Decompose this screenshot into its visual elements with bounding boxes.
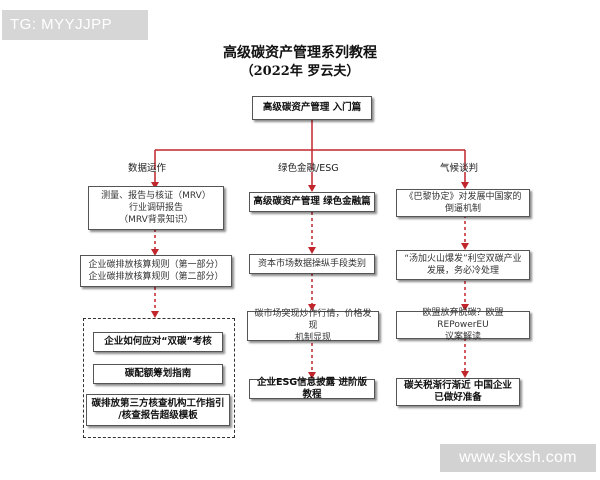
box-esg-disclosure: 企业ESG信息披露 进阶版教程 <box>249 377 375 400</box>
box-line: “汤加火山爆发”利空双碳产业 <box>404 254 522 264</box>
dashed-group <box>83 318 235 438</box>
box-line: 碳市场突现炒作行情，价格发现 <box>254 309 372 331</box>
arrowhead <box>461 371 469 378</box>
box-line: 资本市场数据操纵手段类别 <box>257 259 366 269</box>
arrowhead <box>461 243 469 250</box>
box-line: 行业调研报告 <box>128 203 183 213</box>
box-repowereu: 欧盟放弃脱碳？欧盟REPowerEU 议案解读 <box>396 308 530 342</box>
arrowhead <box>308 185 316 192</box>
box-line: 机制显现 <box>294 333 331 343</box>
column-label-climate-negotiation: 气候谈判 <box>440 163 479 174</box>
box-line: 企业ESG信息披露 进阶版教程 <box>257 377 367 400</box>
box-line: 企业碳排放核算规则（第二部分） <box>88 272 224 282</box>
box-market-manipulation: 资本市场数据操纵手段类别 <box>249 254 375 274</box>
box-accounting-rules: 企业碳排放核算规则（第一部分） 企业碳排放核算规则（第二部分） <box>80 255 232 287</box>
arrowhead <box>461 182 469 189</box>
arrowhead <box>151 249 159 256</box>
arrowhead <box>151 311 159 318</box>
box-tonga-volcano: “汤加火山爆发”利空双碳产业 发展，务必冷处理 <box>396 250 530 280</box>
box-line: 碳排放第三方核查机构工作指引 <box>91 398 225 409</box>
box-line: 欧盟放弃脱碳？欧盟REPowerEU <box>422 308 504 330</box>
root-box-label: 高级碳资产管理 入门篇 <box>262 102 362 113</box>
column-label-data-ops: 数据运作 <box>128 163 167 174</box>
watermark-top: TG: MYYJJPP <box>2 10 148 40</box>
box-third-party-verification: 碳排放第三方核查机构工作指引 /核查报告超级模板 <box>86 394 230 426</box>
root-box: 高级碳资产管理 入门篇 <box>252 96 372 120</box>
column-label-green-finance: 绿色金融/ESG <box>278 163 339 174</box>
box-green-finance: 高级碳资产管理 绿色金融篇 <box>249 192 375 212</box>
box-carbon-tariff: 碳关税渐行渐近 中国企业 已做好准备 <box>396 378 520 406</box>
box-line: 《巴黎协定》对发展中国家的 <box>404 192 522 202</box>
box-line: 测量、报告与核证（MRV） <box>101 191 211 201</box>
box-line: 碳配额筹划指南 <box>124 368 192 379</box>
box-line: 已做好准备 <box>434 392 482 403</box>
box-line: /核查报告超级模板 <box>118 410 198 421</box>
box-line: 发展，务必冷处理 <box>426 266 499 276</box>
box-line: 企业如何应对“双碳”考核 <box>104 336 212 347</box>
box-line: 高级碳资产管理 绿色金融篇 <box>253 196 371 207</box>
box-paris-agreement: 《巴黎协定》对发展中国家的 倒逼机制 <box>396 189 530 217</box>
box-dual-carbon-assessment: 企业如何应对“双碳”考核 <box>93 332 223 352</box>
watermark-bottom: www.skxsh.com <box>440 444 596 472</box>
box-line: 碳关税渐行渐近 中国企业 <box>404 380 512 391</box>
box-carbon-market-rally: 碳市场突现炒作行情，价格发现 机制显现 <box>247 309 379 343</box>
arrowhead <box>461 304 469 311</box>
arrowhead <box>308 247 316 254</box>
box-quota-planning: 碳配额筹划指南 <box>93 364 223 384</box>
box-line: 倒逼机制 <box>444 204 481 214</box>
diagram-title: 高级碳资产管理系列教程 <box>223 45 377 61</box>
box-line: 企业碳排放核算规则（第一部分） <box>88 260 224 270</box>
arrowhead <box>308 372 316 379</box>
arrowhead <box>151 182 159 189</box>
box-line: 议案解读 <box>444 332 481 342</box>
box-mrv-report: 测量、报告与核证（MRV） 行业调研报告 （MRV背景知识） <box>88 186 224 230</box>
arrowhead <box>308 304 316 311</box>
diagram-subtitle: （2022年 罗云夫） <box>240 64 360 79</box>
box-line: （MRV背景知识） <box>119 215 193 225</box>
